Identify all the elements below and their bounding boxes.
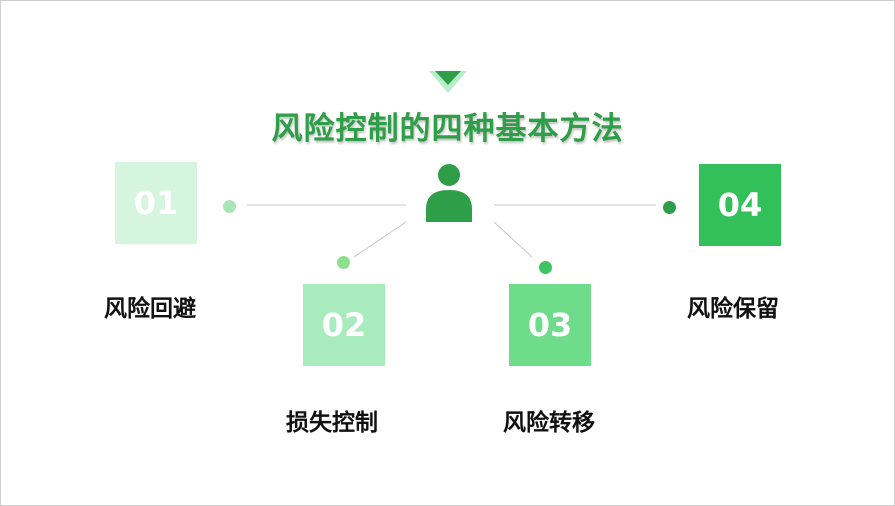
connector-dot-04: [663, 201, 676, 214]
method-number: 02: [321, 306, 367, 344]
connector-line-03: [493, 221, 533, 258]
method-label-01: 风险回避: [104, 296, 196, 322]
method-box-03: 03: [509, 284, 591, 366]
connector-dot-03: [539, 261, 552, 274]
method-box-01: 01: [115, 162, 197, 244]
method-number: 03: [527, 306, 573, 344]
method-number: 01: [133, 184, 179, 222]
person-icon: [426, 164, 472, 222]
method-box-02: 02: [303, 284, 385, 366]
method-label-02: 损失控制: [286, 410, 378, 436]
method-label-04: 风险保留: [687, 296, 779, 322]
connector-line-02: [353, 221, 407, 258]
method-number: 04: [717, 186, 763, 224]
connector-dot-02: [337, 256, 350, 269]
page-title: 风险控制的四种基本方法: [271, 111, 624, 147]
method-label-03: 风险转移: [503, 410, 595, 436]
triangle-down-icon: [429, 71, 467, 93]
method-box-04: 04: [699, 164, 781, 246]
connector-dot-01: [223, 200, 236, 213]
